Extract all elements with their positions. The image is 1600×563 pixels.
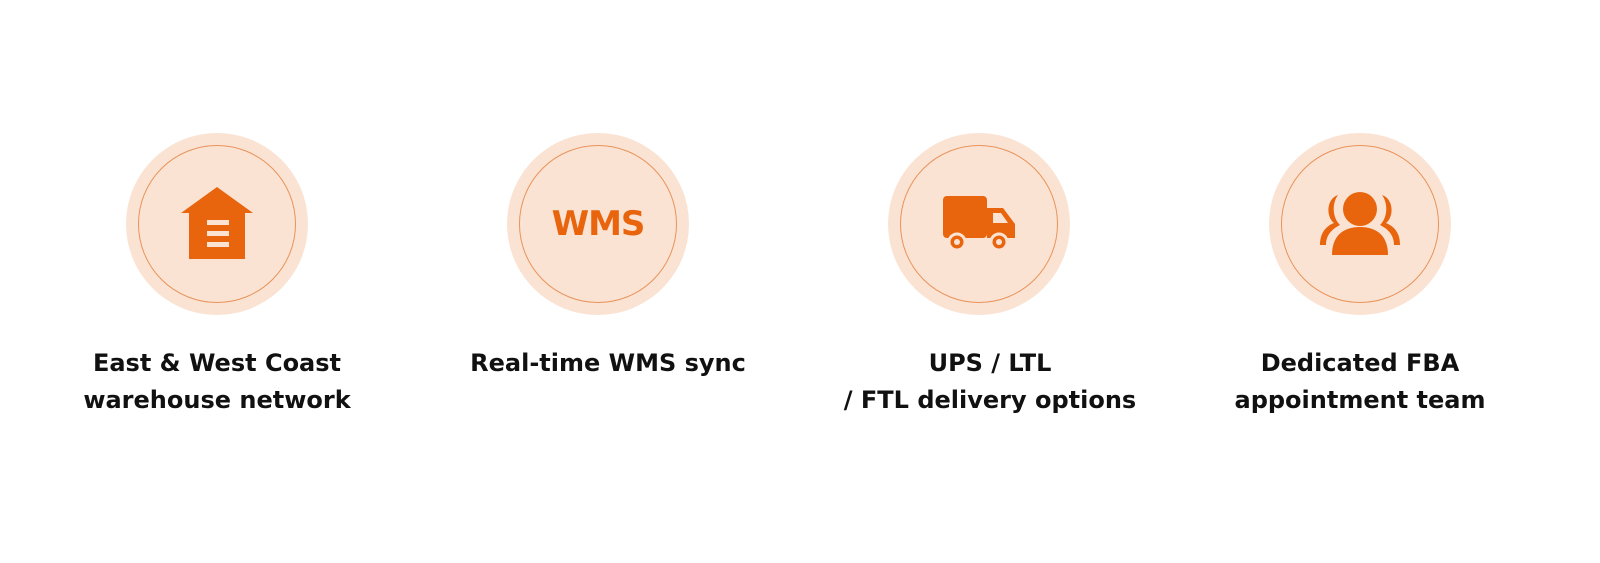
feature-warehouse: East & West Coast warehouse network bbox=[57, 133, 377, 419]
feature-delivery: UPS / LTL / FTL delivery options bbox=[819, 133, 1139, 419]
warehouse-icon bbox=[181, 187, 253, 259]
feature-label: UPS / LTL / FTL delivery options bbox=[843, 349, 1137, 414]
feature-team: Dedicated FBA appointment team bbox=[1200, 133, 1520, 419]
wms-icon: WMS bbox=[551, 204, 646, 244]
feature-label: East & West Coast warehouse network bbox=[83, 349, 351, 414]
icon-circle bbox=[126, 133, 308, 315]
icon-circle bbox=[888, 133, 1070, 315]
feature-label: Real-time WMS sync bbox=[470, 349, 746, 377]
team-icon bbox=[1320, 192, 1400, 255]
icon-circle: WMS bbox=[507, 133, 689, 315]
truck-icon bbox=[943, 196, 1015, 252]
feature-wms: WMS Real-time WMS sync bbox=[438, 133, 758, 382]
feature-label: Dedicated FBA appointment team bbox=[1234, 349, 1486, 414]
icon-circle bbox=[1269, 133, 1451, 315]
